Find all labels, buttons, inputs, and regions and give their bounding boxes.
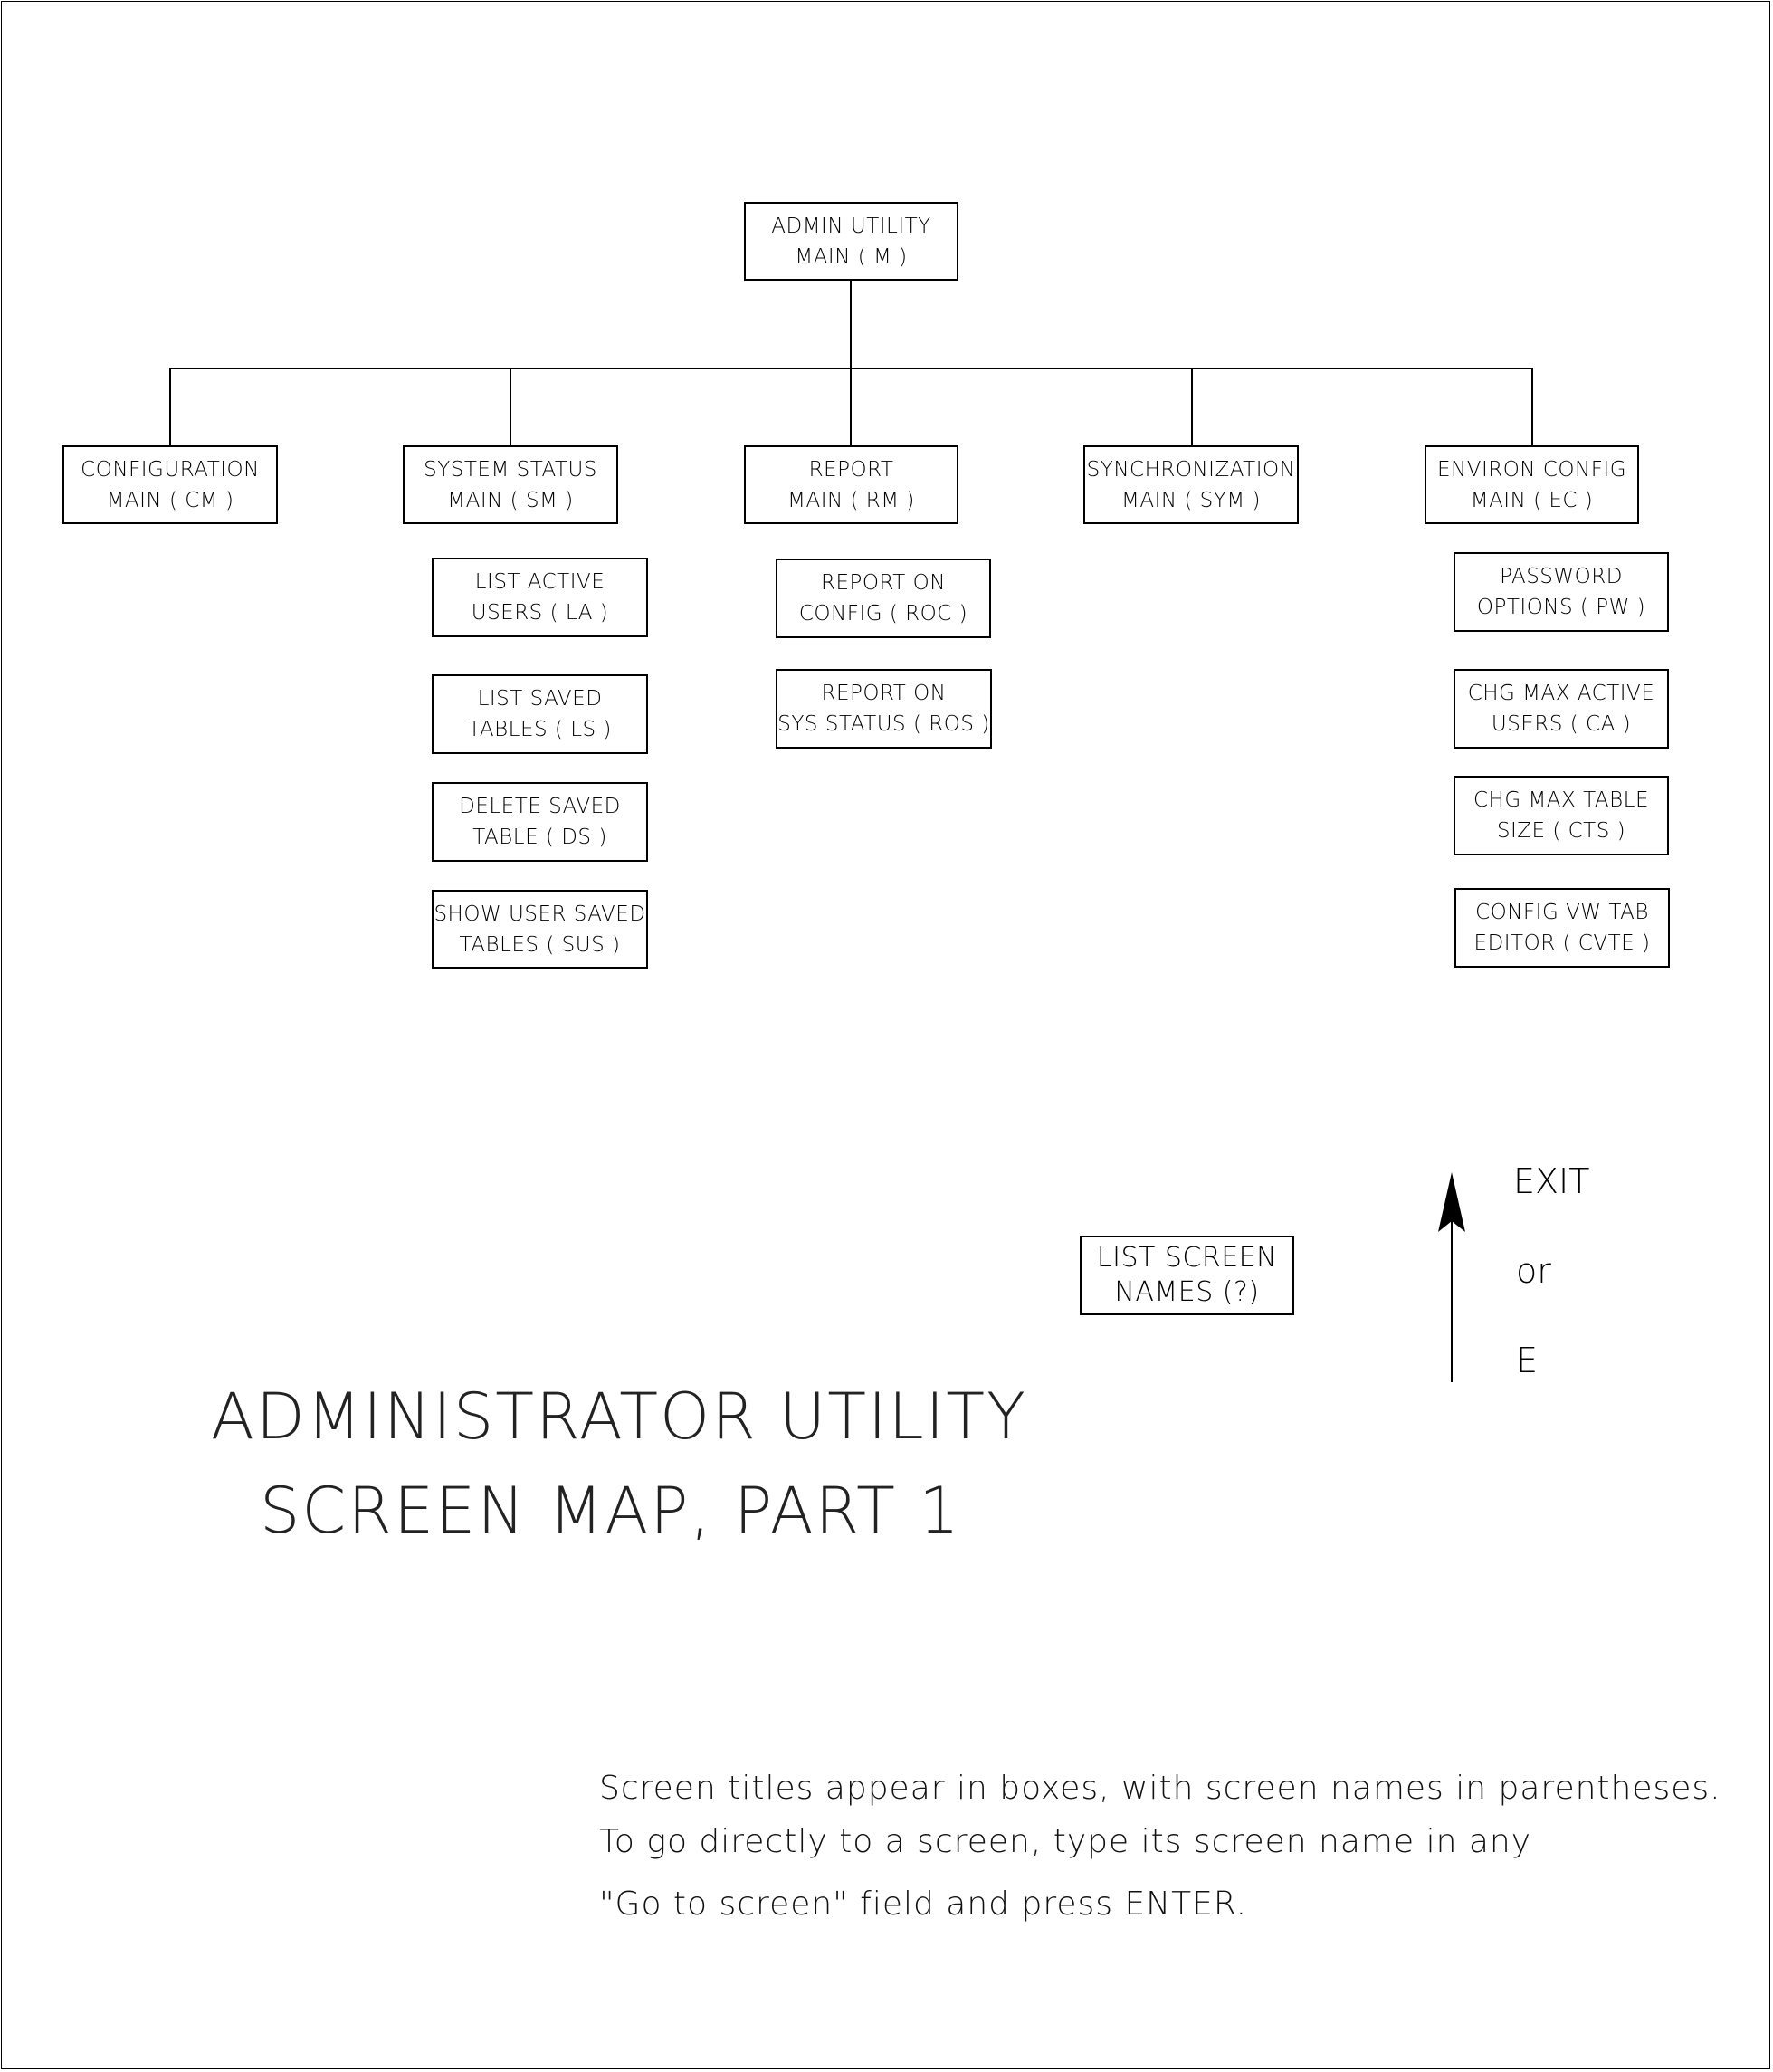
connector-configuration (169, 368, 171, 446)
connector-report (850, 368, 852, 446)
node-title: SYSTEM STATUS (424, 457, 597, 482)
node-screen-name: SIZE ( CTS ) (1496, 819, 1626, 843)
chg-max-active-users-box: CHG MAX ACTIVE USERS ( CA ) (1454, 669, 1669, 749)
node-title: LIST ACTIVE (474, 570, 605, 594)
list-active-users-box: LIST ACTIVE USERS ( LA ) (432, 558, 648, 637)
node-title: REPORT (808, 457, 894, 482)
node-title: CONFIGURATION (81, 457, 260, 482)
connector-system-status (510, 368, 511, 446)
node-title: LIST SAVED (477, 687, 603, 711)
list-saved-tables-box: LIST SAVED TABLES ( LS ) (432, 674, 648, 754)
list-screen-names-box: LIST SCREEN NAMES (?) (1080, 1236, 1294, 1315)
node-screen-name: MAIN ( EC ) (1470, 488, 1594, 512)
node-screen-name: MAIN ( CM ) (106, 488, 234, 512)
node-title: CHG MAX TABLE (1473, 788, 1650, 812)
node-title: DELETE SAVED (459, 795, 621, 818)
node-screen-name: MAIN ( RM ) (787, 488, 915, 512)
note-line-3: "Go to screen" field and press ENTER. (599, 1886, 1248, 1923)
node-screen-name: MAIN ( M ) (795, 244, 908, 269)
diagram-title: ADMINISTRATOR UTILITY (211, 1380, 1027, 1454)
chg-max-table-size-box: CHG MAX TABLE SIZE ( CTS ) (1454, 776, 1669, 855)
node-screen-name: TABLES ( LS ) (468, 718, 612, 741)
node-title: CHG MAX ACTIVE (1467, 682, 1655, 705)
node-screen-name: NAMES (?) (1114, 1276, 1260, 1308)
node-title: ENVIRON CONFIG (1436, 457, 1627, 482)
node-screen-name: CONFIG ( ROC ) (798, 602, 968, 625)
node-screen-name: MAIN ( SM ) (447, 488, 574, 512)
exit-or-label: or (1516, 1251, 1551, 1291)
report-main-box: REPORT MAIN ( RM ) (744, 445, 958, 524)
synchronization-main-box: SYNCHRONIZATION MAIN ( SYM ) (1083, 445, 1299, 524)
node-title: REPORT ON (821, 682, 947, 705)
connector-root-down (850, 280, 852, 369)
node-title: REPORT ON (821, 571, 946, 595)
system-status-main-box: SYSTEM STATUS MAIN ( SM ) (403, 445, 618, 524)
password-options-box: PASSWORD OPTIONS ( PW ) (1454, 552, 1669, 632)
config-vw-tab-editor-box: CONFIG VW TAB EDITOR ( CVTE ) (1454, 888, 1670, 968)
node-screen-name: EDITOR ( CVTE ) (1473, 931, 1651, 955)
admin-utility-main-box: ADMIN UTILITY MAIN ( M ) (744, 202, 958, 281)
node-title: LIST SCREEN (1096, 1242, 1278, 1274)
node-title: ADMIN UTILITY (771, 214, 931, 238)
node-screen-name: USERS ( CA ) (1491, 712, 1632, 736)
environ-config-main-box: ENVIRON CONFIG MAIN ( EC ) (1425, 445, 1639, 524)
node-screen-name: OPTIONS ( PW ) (1476, 596, 1646, 619)
node-screen-name: USERS ( LA ) (471, 601, 609, 625)
node-screen-name: SYS STATUS ( ROS ) (777, 712, 990, 736)
show-user-saved-tables-box: SHOW USER SAVED TABLES ( SUS ) (432, 890, 648, 969)
report-on-config-box: REPORT ON CONFIG ( ROC ) (776, 559, 991, 638)
diagram-subtitle: SCREEN MAP, PART 1 (260, 1474, 961, 1548)
exit-label: EXIT (1513, 1161, 1590, 1201)
node-screen-name: TABLE ( DS ) (472, 826, 607, 849)
report-on-sys-status-box: REPORT ON SYS STATUS ( ROS ) (776, 669, 992, 749)
node-screen-name: MAIN ( SYM ) (1121, 488, 1261, 512)
connector-environ-config (1531, 368, 1533, 446)
connector-synchronization (1191, 368, 1193, 446)
exit-arrow-icon (1438, 1172, 1465, 1382)
node-screen-name: TABLES ( SUS ) (459, 932, 621, 957)
exit-shortcut-label: E (1516, 1341, 1539, 1380)
node-title: CONFIG VW TAB (1475, 901, 1649, 924)
note-line-1: Screen titles appear in boxes, with scre… (599, 1770, 1721, 1807)
node-title: PASSWORD (1500, 565, 1623, 588)
delete-saved-table-box: DELETE SAVED TABLE ( DS ) (432, 782, 648, 862)
note-line-2: To go directly to a screen, type its scr… (599, 1823, 1532, 1860)
node-title: SYNCHRONIZATION (1086, 457, 1296, 482)
configuration-main-box: CONFIGURATION MAIN ( CM ) (62, 445, 278, 524)
node-title: SHOW USER SAVED (434, 902, 646, 926)
